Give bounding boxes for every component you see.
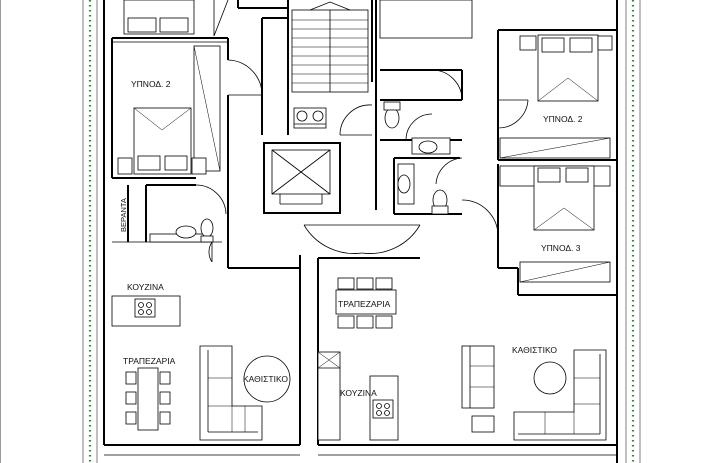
room-label-dining-left: ΤΡΑΠΕΖΑΡΙΑ (123, 356, 176, 366)
kitchen-counter (317, 351, 341, 441)
dining-table (335, 289, 397, 315)
chair-icon (356, 277, 374, 290)
chair-icon (375, 315, 393, 329)
room-label-dining-right: ΤΡΑΠΕΖΑΡΙΑ (338, 299, 391, 309)
lift-shaft (263, 142, 341, 214)
chair-icon (159, 371, 171, 385)
room-label-living-left: ΚΑΘΙΣΤΙΚΟ (243, 374, 288, 384)
outer-walls (103, 0, 618, 463)
cooktop-icon (372, 399, 394, 419)
door-swing (227, 59, 263, 96)
landscape-border (0, 0, 641, 463)
room-label-bedroom-3-right: ΥΠΝΟΔ. 3 (541, 243, 581, 253)
left-apartment (111, 0, 291, 441)
room-label-bedroom-2-left: ΥΠΝΟΔ. 2 (131, 79, 171, 89)
sofa-icon (199, 345, 263, 441)
building-core (228, 0, 421, 445)
toilet-icon (200, 218, 214, 238)
pillow-icon (569, 37, 593, 53)
room-labels: ΥΠΝΟΔ. 2 ΒΕΡΑΝΤΑ ΚΟΥΖΙΝΑ ΤΡΑΠΕΖΑΡΙΑ ΚΑΘΙ… (119, 79, 583, 398)
chair-icon (125, 391, 137, 405)
chair-icon (337, 277, 355, 290)
chair-icon (159, 411, 171, 425)
sink-icon (418, 140, 438, 154)
pillow-icon (537, 167, 561, 183)
coffee-table (243, 355, 291, 403)
sink-icon (175, 225, 197, 239)
right-apartment (317, 0, 617, 441)
chair-icon (375, 277, 393, 290)
chair-icon (125, 371, 137, 385)
chair-icon (159, 391, 171, 405)
side-table (471, 415, 495, 433)
sink-icon (397, 174, 411, 194)
stair-treads (292, 19, 368, 84)
pillow-icon (541, 37, 565, 53)
toilet-icon (384, 107, 400, 129)
room-label-kitchen-left: ΚΟΥΖΙΝΑ (127, 282, 164, 292)
pillow-icon (137, 155, 161, 171)
stair-lift-icon (293, 107, 327, 129)
coffee-table (533, 361, 567, 395)
room-label-living-right: ΚΑΘΙΣΤΙΚΟ (512, 345, 557, 355)
armchair-icon (461, 345, 495, 409)
pillow-icon (159, 17, 189, 33)
chair-icon (125, 411, 137, 425)
dining-table (137, 367, 159, 431)
sofa-icon (513, 349, 607, 441)
cooktop-icon (134, 298, 156, 318)
chair-icon (356, 315, 374, 329)
chair-icon (337, 315, 355, 329)
pillow-icon (127, 17, 157, 33)
pillow-icon (164, 155, 188, 171)
room-label-bedroom-2-right: ΥΠΝΟΔ. 2 (543, 114, 583, 124)
pillow-icon (565, 167, 589, 183)
room-label-veranda: ΒΕΡΑΝΤΑ (119, 198, 128, 232)
room-label-kitchen-right: ΚΟΥΖΙΝΑ (340, 388, 377, 398)
